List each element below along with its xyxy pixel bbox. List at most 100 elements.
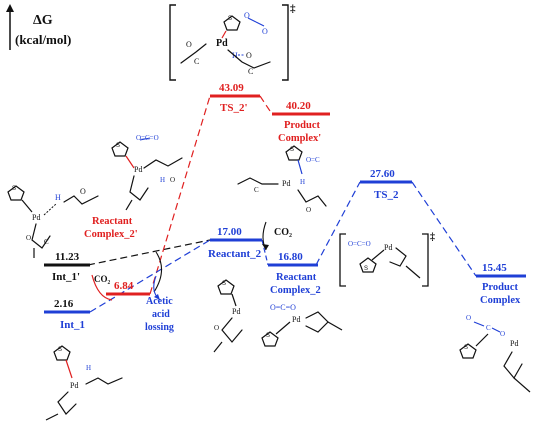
c-int1p: C — [44, 238, 49, 246]
acetic-pcp — [297, 189, 327, 207]
co2-red-arrow — [91, 274, 113, 301]
pd-int1: Pd — [70, 381, 78, 390]
o-int1p-2: O — [26, 234, 31, 242]
connector-int1p-reactant2 — [87, 239, 211, 266]
o-pc-1: O — [466, 314, 471, 322]
sulfur-int1: S — [58, 347, 62, 353]
methyl-ts2 — [405, 265, 421, 279]
structure-rc2: O=C=O S Pd — [261, 303, 343, 347]
value-reactant2: 17.00 — [217, 226, 242, 238]
acetate-left-top — [180, 43, 207, 64]
label-int1-prime: Int_1' — [52, 271, 80, 283]
thiophene-pc — [459, 343, 477, 359]
co-bond-pc — [473, 321, 485, 327]
label-reactant2: Reactant_2 — [208, 248, 262, 260]
co-bond-pc-2 — [491, 327, 501, 333]
co2-pcp: O=C — [306, 156, 320, 164]
c-bond-pcp — [297, 159, 303, 175]
connector-r2-rc2 — [261, 239, 269, 266]
structure-int1-prime: S Pd H O O C — [7, 185, 99, 258]
value-red-low: 6.84 — [114, 280, 134, 292]
sulfur-rc2p: S — [116, 143, 120, 149]
c-pcp: C — [254, 186, 259, 194]
structure-product-complex-prime: S O=C Pd C H O — [237, 145, 327, 214]
o-pc-2: O — [500, 330, 505, 338]
dagger-top: ‡ — [290, 3, 296, 15]
h-int1p: H — [55, 193, 61, 202]
label-ts2: TS_2 — [374, 189, 399, 201]
label-pcp-line2: Complex' — [278, 133, 321, 144]
sulfur-pcp: S — [290, 147, 294, 153]
acetate-int1 — [57, 391, 77, 415]
label-rc2p-line2: Complex_2' — [84, 229, 138, 240]
c-pc: C — [486, 324, 491, 332]
h-bond-int1p — [43, 203, 57, 216]
value-int1: 2.16 — [54, 298, 74, 310]
thiophene-pcp — [285, 145, 303, 161]
o-r2: O — [214, 324, 219, 332]
label-int1: Int_1 — [60, 319, 85, 331]
pd-bond-rc2p — [125, 155, 135, 169]
thiophene-ts2 — [359, 257, 377, 273]
co2-right-arrowhead-icon — [262, 244, 269, 250]
methyl-rc2 — [327, 321, 343, 331]
pd-bond-ts2 — [371, 249, 385, 261]
label-rc2-line2: Complex_2 — [270, 285, 321, 296]
h-pcp: H — [300, 178, 305, 186]
acetic-line1: Acetic — [146, 296, 173, 307]
pd-pc: Pd — [510, 339, 518, 348]
acetate-int1p — [31, 223, 51, 249]
energy-axis-arrow-icon — [6, 4, 14, 12]
acetate-pc — [503, 351, 523, 380]
ts2-bracket-right — [422, 233, 429, 287]
structure-ts2-bracket: ‡ O=C=O Pd S — [339, 232, 435, 287]
value-product-complex: 15.45 — [482, 262, 507, 274]
co2-small-label: CO₂ — [94, 274, 111, 284]
reaction-annotations: CO₂ Acetic acid lossing CO₂ — [91, 221, 292, 333]
connector-ts2-pc — [411, 181, 477, 277]
acetic-arc — [153, 251, 163, 293]
value-ts2-prime: 43.09 — [219, 82, 244, 94]
pd-c-bond-top — [221, 30, 227, 39]
pd-rc2p: Pd — [134, 165, 142, 174]
acetic-line2: acid — [152, 309, 170, 320]
connector-rc2-ts2 — [315, 181, 361, 266]
structure-reactant2: S Pd O — [213, 279, 243, 353]
value-product-complex-prime: 40.20 — [286, 100, 311, 112]
acetic-chain-top — [227, 49, 271, 69]
pd-rc2: Pd — [292, 315, 300, 324]
connector-red-ts2p — [149, 95, 211, 295]
co2-top-o1: O — [244, 11, 250, 20]
sulfur-int1p: S — [12, 186, 16, 192]
sulfur-ts2: S — [364, 266, 368, 272]
thiophene-rc2 — [261, 331, 279, 347]
co2-rc2p-text: O=C=O — [136, 134, 159, 142]
thiophene-r2 — [217, 279, 235, 295]
acetic-arrowhead-icon — [154, 294, 160, 300]
delta-g-label: ΔG — [33, 13, 53, 28]
pd-bond-r2 — [231, 293, 237, 307]
structure-int1: S Pd H — [45, 345, 123, 421]
acetate-o-top: O — [186, 40, 192, 49]
co2-right-label: CO₂ — [274, 227, 292, 238]
pd-bond-rc2 — [275, 321, 291, 335]
sulfur-r2: S — [222, 281, 226, 287]
o-pcp: O — [306, 206, 311, 214]
axis-header: ΔG (kcal/mol) — [6, 4, 71, 50]
label-rc2-line1: Reactant — [276, 272, 317, 283]
pd-int1p: Pd — [32, 213, 40, 222]
co2-top-bond2 — [255, 21, 265, 27]
thiophene-int1 — [53, 345, 71, 361]
h-rc2p: H — [160, 176, 165, 184]
label-ts2-prime: TS_2' — [220, 102, 248, 114]
ts2-bracket-left — [339, 233, 346, 287]
dagger-ts2: ‡ — [430, 232, 435, 243]
methyl-pc — [513, 377, 531, 393]
unit-label: (kcal/mol) — [15, 32, 71, 47]
co2-rc2: O=C=O — [270, 303, 296, 312]
methyl-int1 — [45, 413, 59, 421]
acetate-c-top: C — [194, 57, 199, 66]
label-rc2p-line1: Reactant — [92, 216, 133, 227]
acetic-int1 — [85, 377, 123, 385]
